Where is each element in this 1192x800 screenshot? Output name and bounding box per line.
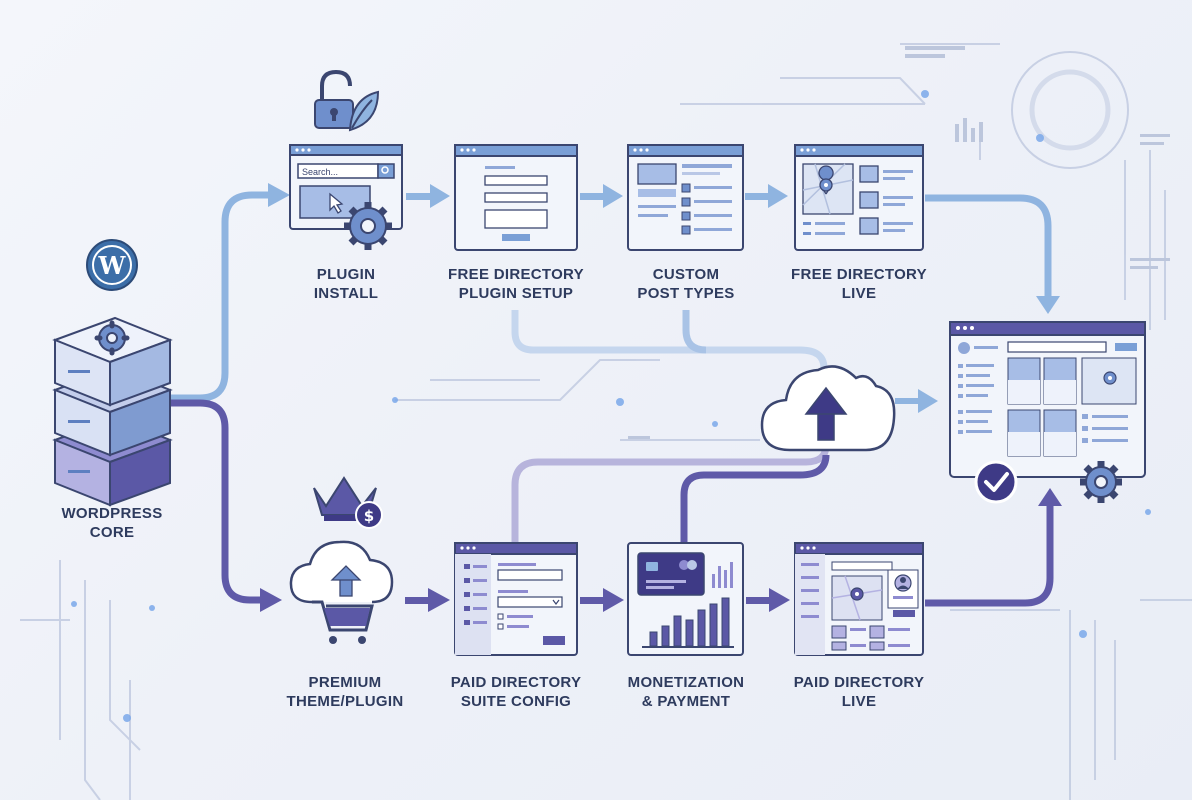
wordpress-logo-icon: W	[86, 239, 138, 291]
padlock-open-icon	[314, 69, 354, 129]
map-listing-window-icon	[794, 144, 924, 251]
cloud-upload-icon	[760, 365, 896, 452]
label-monetization-payment: MONETIZATION & PAYMENT	[611, 673, 761, 711]
label-custom-post-types: CUSTOM POST TYPES	[611, 265, 761, 303]
cloud-cart-icon	[289, 540, 394, 644]
label-wordpress-core: WORDPRESS CORE	[37, 504, 187, 542]
directory-dashboard-icon	[949, 321, 1146, 478]
label-line: SUITE CONFIG	[460, 693, 572, 710]
label-line: PAID DIRECTORY	[793, 674, 925, 691]
label-premium-theme-plugin: PREMIUM THEME/PLUGIN	[270, 673, 420, 711]
list-window-icon	[627, 144, 744, 251]
label-line: PLUGIN SETUP	[458, 285, 574, 302]
label-free-directory-setup: FREE DIRECTORY PLUGIN SETUP	[441, 265, 591, 303]
connector-core-to-premium	[170, 399, 272, 604]
label-line: PLUGIN	[316, 266, 376, 283]
label-line: CUSTOM	[652, 266, 720, 283]
map-profile-window-icon	[794, 542, 924, 656]
connector-paid-live-to-final	[925, 506, 1054, 607]
label-paid-directory-live: PAID DIRECTORY LIVE	[784, 673, 934, 711]
plugin-install-node: Search...	[289, 69, 403, 250]
label-line: PREMIUM	[308, 674, 382, 691]
label-line: LIVE	[841, 285, 877, 302]
label-plugin-install: PLUGIN INSTALL	[271, 265, 421, 303]
gear-icon	[344, 202, 392, 250]
circuit-decoration	[20, 43, 1192, 800]
bottom-row-arrows	[405, 588, 790, 612]
plugin-search-placeholder: Search...	[302, 167, 338, 177]
connector-free-live-to-final	[925, 194, 1052, 296]
form-window-icon	[454, 144, 578, 251]
circuit-dots	[71, 90, 1151, 722]
leaf-icon	[348, 90, 380, 132]
connector-config-to-cloud	[511, 444, 830, 545]
svg-text:$: $	[364, 507, 374, 525]
gear-icon	[94, 320, 130, 356]
label-line: THEME/PLUGIN	[286, 693, 404, 710]
label-line: POST TYPES	[637, 285, 735, 302]
wordpress-core-node: W	[52, 239, 173, 507]
connector-post-types-to-cloud	[682, 310, 707, 354]
dollar-coin-icon: $	[355, 501, 383, 529]
top-row-arrows	[406, 184, 788, 208]
connector-setup-to-cloud	[511, 310, 828, 369]
label-paid-directory-config: PAID DIRECTORY SUITE CONFIG	[441, 673, 591, 711]
wordpress-server-stack-icon	[52, 316, 173, 507]
label-line: & PAYMENT	[641, 693, 731, 710]
decorative-bars	[628, 46, 1170, 439]
label-line: WORDPRESS	[61, 505, 163, 522]
label-line: MONETIZATION	[627, 674, 745, 691]
label-line: LIVE	[841, 693, 877, 710]
connector-core-to-plugin-install	[170, 191, 282, 402]
connector-cloud-to-final	[895, 389, 938, 413]
label-line: CORE	[89, 524, 135, 541]
plugin-search-gear-icon: Search...	[289, 144, 403, 230]
label-line: INSTALL	[313, 285, 379, 302]
config-window-icon	[454, 542, 578, 656]
card-chart-icon	[627, 542, 744, 656]
connector-monetization-to-cloud	[680, 454, 830, 545]
premium-theme-plugin-node: $	[289, 476, 394, 644]
check-badge-icon	[974, 460, 1018, 504]
gear-icon	[1080, 461, 1122, 503]
svg-text:W: W	[98, 251, 127, 280]
label-line: FREE DIRECTORY	[448, 266, 584, 283]
label-free-directory-live: FREE DIRECTORY LIVE	[784, 265, 934, 303]
label-line: PAID DIRECTORY	[450, 674, 582, 691]
label-line: FREE DIRECTORY	[791, 266, 927, 283]
